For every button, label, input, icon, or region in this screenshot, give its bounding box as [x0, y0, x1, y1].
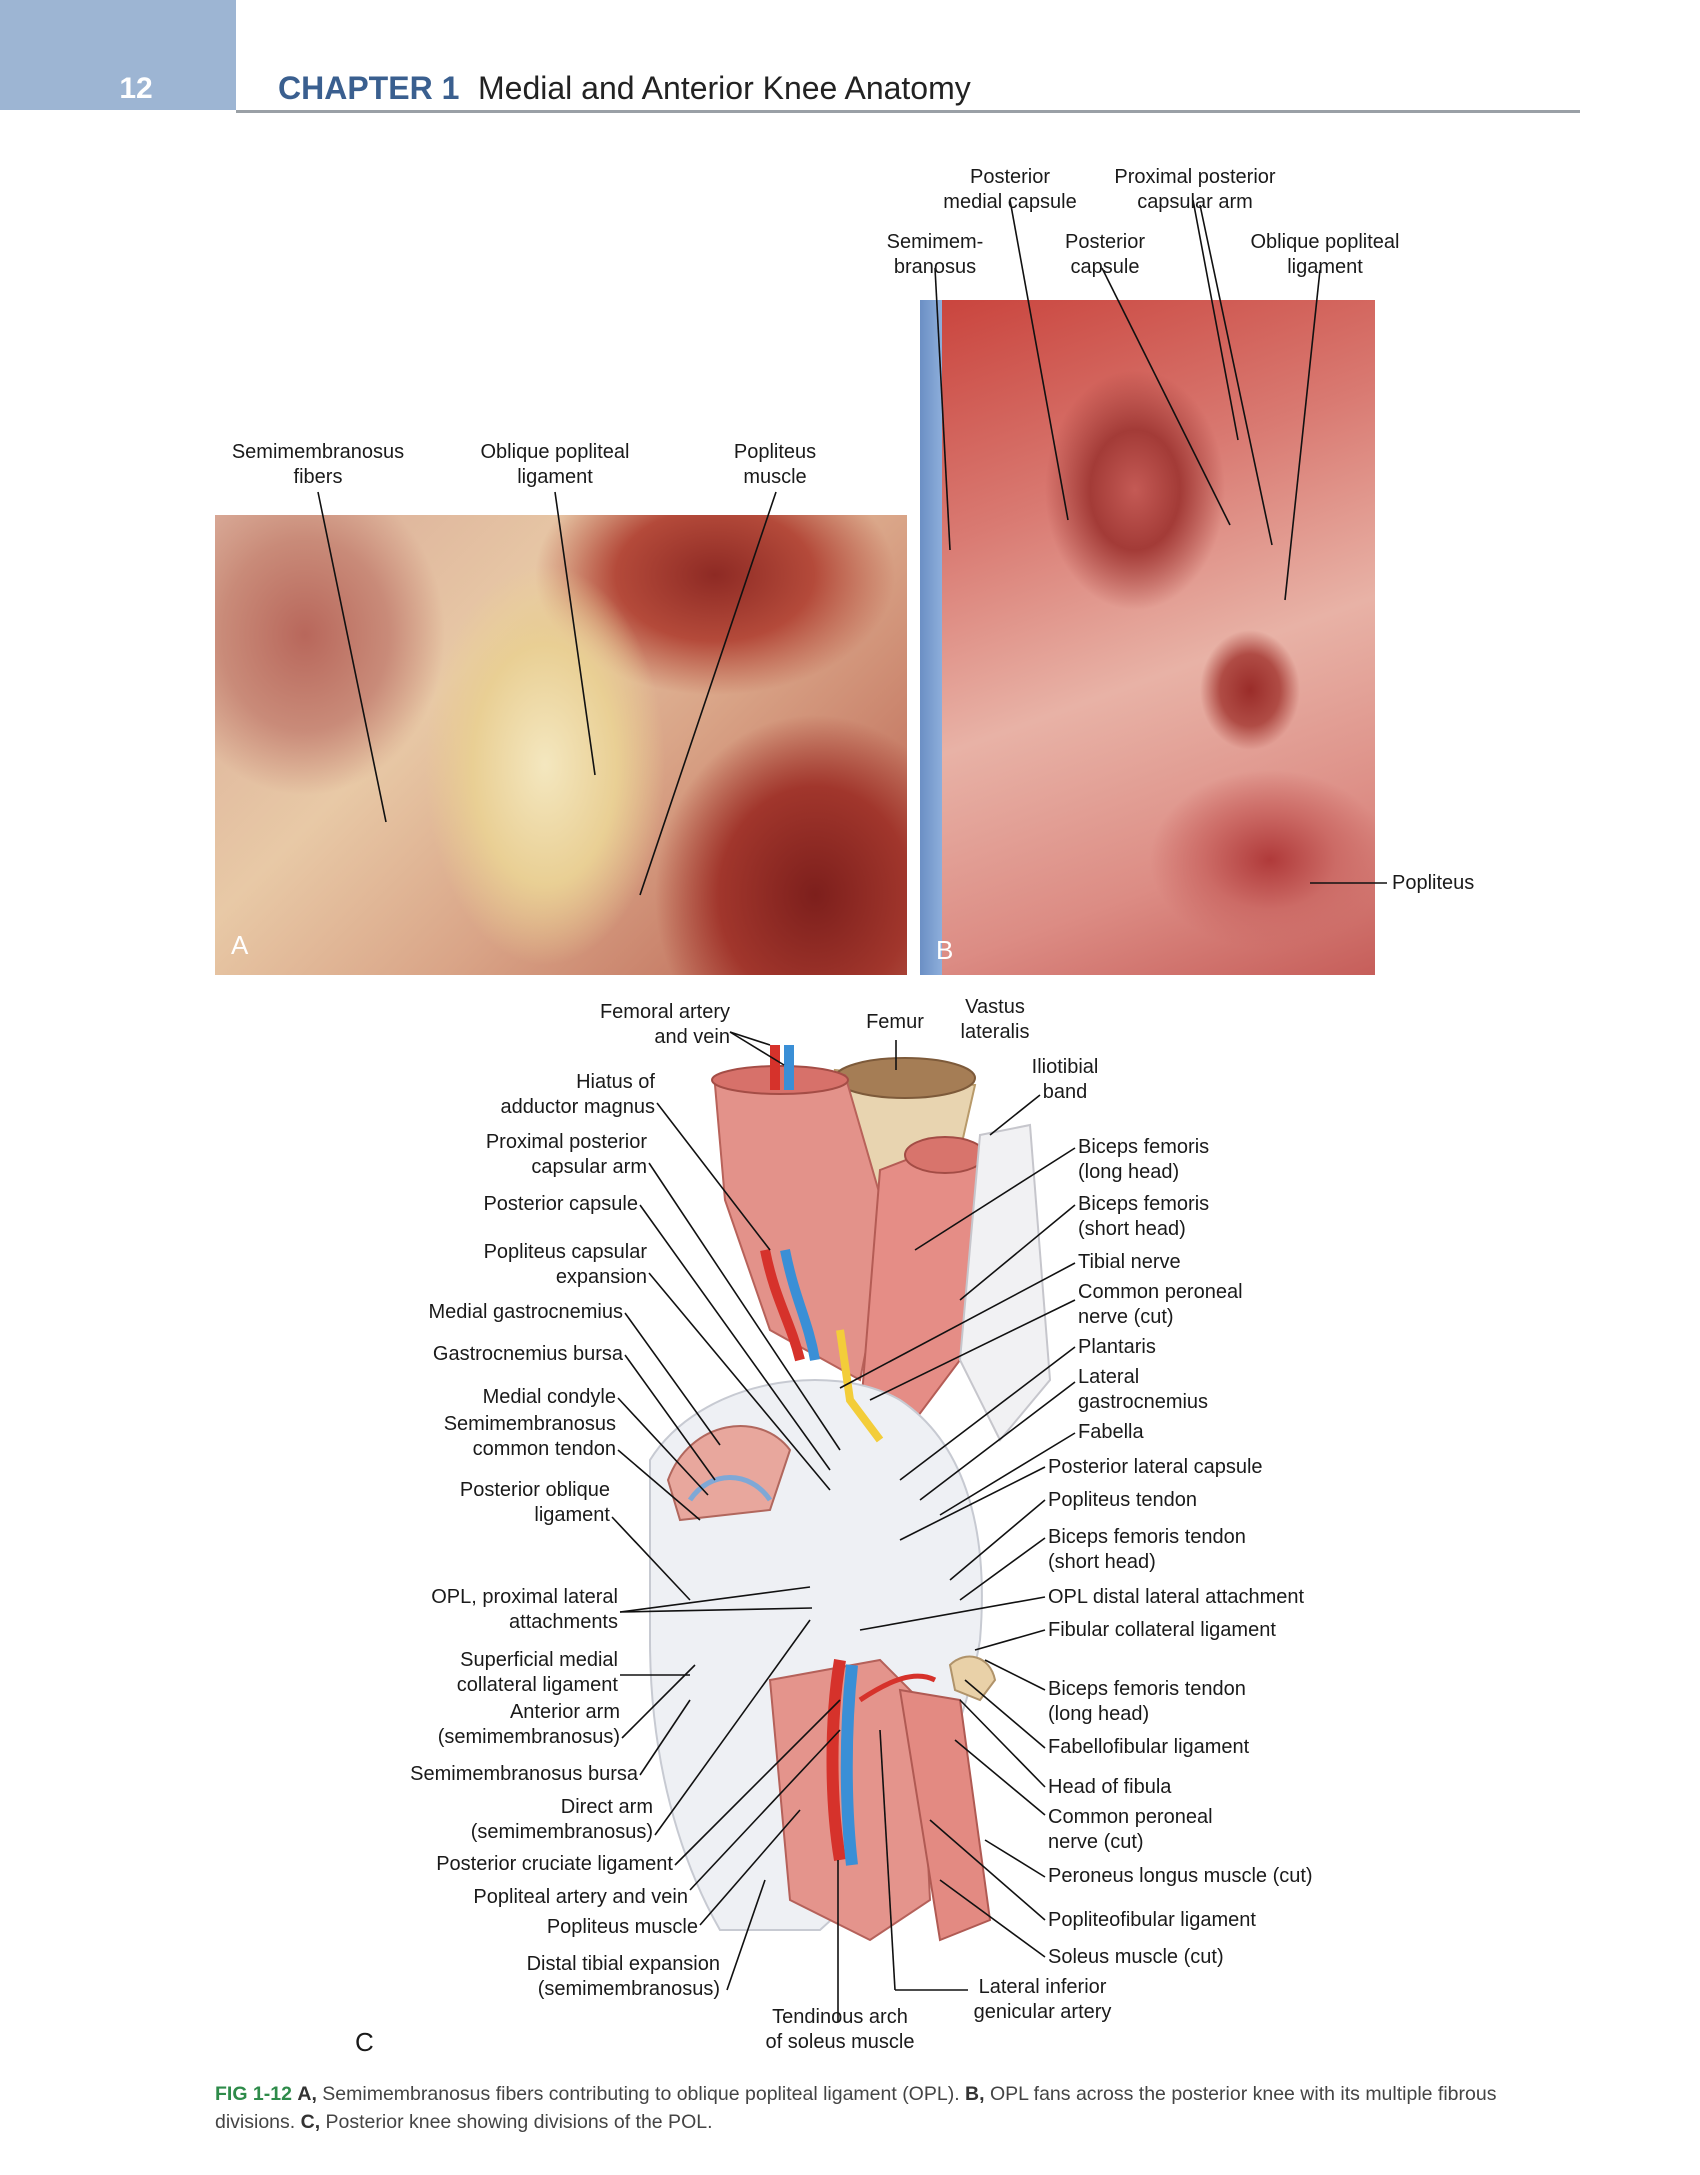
photo-a-dissection: A: [215, 515, 907, 975]
label-c-anterior-arm: Anterior arm (semimembranosus): [437, 1701, 620, 1748]
label-c-femoral-artery-vein: Femoral artery and vein: [599, 1001, 730, 1048]
label-c-fabellofibular-ligament: Fabellofibular ligament: [1048, 1736, 1250, 1758]
label-b-oblique-popliteal-ligament: Oblique popliteal ligament: [1250, 231, 1400, 278]
label-c-popliteofibular-ligament: Popliteofibular ligament: [1048, 1909, 1256, 1931]
label-c-biceps-femoris-long-head: Biceps femoris (long head): [1078, 1136, 1210, 1183]
label-c-distal-tibial-expansion: Distal tibial expansion (semimembranosus…: [526, 1953, 720, 2000]
label-c-superficial-medial-collateral-ligament: Superficial medial collateral ligament: [456, 1649, 618, 1696]
label-c-posterior-oblique-ligament: Posterior oblique ligament: [459, 1479, 610, 1526]
label-c-medial-condyle: Medial condyle: [482, 1386, 616, 1408]
chapter-title: Medial and Anterior Knee Anatomy: [478, 70, 971, 106]
label-c-head-of-fibula: Head of fibula: [1048, 1776, 1172, 1798]
photo-b-dissection: B: [920, 300, 1375, 975]
label-c-lateral-inferior-genicular-artery: Lateral inferior genicular artery: [973, 1976, 1112, 2023]
label-c-gastrocnemius-bursa: Gastrocnemius bursa: [432, 1343, 623, 1365]
label-c-direct-arm: Direct arm (semimembranosus): [470, 1796, 653, 1843]
label-c-posterior-capsule: Posterior capsule: [483, 1193, 638, 1215]
label-c-popliteus-tendon: Popliteus tendon: [1048, 1489, 1198, 1511]
chapter-label: CHAPTER 1: [278, 70, 460, 106]
label-c-common-peroneal-nerve-upper: Common peroneal nerve (cut): [1078, 1281, 1243, 1328]
label-c-hiatus-adductor-magnus: Hiatus of adductor magnus: [500, 1071, 655, 1118]
label-c-common-peroneal-nerve-lower: Common peroneal nerve (cut): [1048, 1806, 1213, 1853]
label-a-oblique-popliteal-ligament: Oblique popliteal ligament: [480, 441, 630, 488]
label-c-proximal-posterior-capsular-arm: Proximal posterior capsular arm: [485, 1131, 647, 1178]
label-c-semimembranosus-common-tendon: Semimembranosus common tendon: [443, 1413, 616, 1460]
caption-b-marker: B,: [965, 2083, 985, 2105]
label-c-popliteus-capsular-expansion: Popliteus capsular expansion: [483, 1241, 647, 1288]
label-c-femur: Femur: [866, 1011, 924, 1033]
label-b-semimembranosus: Semimem- branosus: [886, 231, 984, 278]
label-c-biceps-femoris-tendon-long-head: Biceps femoris tendon (long head): [1048, 1678, 1246, 1725]
label-c-lateral-gastrocnemius: Lateral gastrocnemius: [1078, 1366, 1209, 1413]
label-c-biceps-femoris-short-head: Biceps femoris (short head): [1078, 1193, 1210, 1240]
label-c-popliteus-muscle: Popliteus muscle: [546, 1916, 698, 1938]
label-c-tibial-nerve: Tibial nerve: [1078, 1251, 1181, 1273]
label-b-popliteus: Popliteus: [1392, 872, 1475, 894]
label-c-peroneus-longus-muscle: Peroneus longus muscle (cut): [1048, 1865, 1313, 1887]
figure-caption: FIG 1-12 A, Semimembranosus fibers contr…: [215, 2080, 1505, 2136]
caption-b-text: OPL fans across the posterior knee with …: [215, 2083, 1497, 2133]
label-b-proximal-posterior-capsular-arm: Proximal posterior capsular arm: [1114, 166, 1276, 213]
page-number: 12: [119, 72, 153, 105]
caption-c-text: Posterior knee showing divisions of the …: [320, 2111, 713, 2133]
label-a-popliteus-muscle: Popliteus muscle: [733, 441, 817, 488]
panel-letter-c: C: [355, 2027, 374, 2057]
label-c-opl-distal-lateral-attachment: OPL distal lateral attachment: [1048, 1586, 1305, 1608]
label-b-posterior-capsule: Posterior capsule: [1064, 231, 1146, 278]
label-c-opl-proximal-lateral-attachments: OPL, proximal lateral attachments: [431, 1586, 618, 1633]
caption-c-marker: C,: [300, 2111, 321, 2133]
label-a-semimembranosus-fibers: Semimembranosus fibers: [231, 441, 405, 488]
label-c-popliteal-artery-vein: Popliteal artery and vein: [473, 1886, 688, 1908]
caption-a-marker: A,: [297, 2083, 317, 2105]
label-c-iliotibial-band: Iliotibial band: [1031, 1056, 1099, 1103]
page-number-box: [0, 0, 236, 110]
label-c-vastus-lateralis: Vastus lateralis: [960, 996, 1030, 1043]
label-c-soleus-muscle: Soleus muscle (cut): [1048, 1946, 1224, 1968]
label-c-tendinous-arch-soleus: Tendinous arch of soleus muscle: [765, 2006, 915, 2053]
label-c-biceps-femoris-tendon-short-head: Biceps femoris tendon (short head): [1048, 1526, 1246, 1573]
label-c-semimembranosus-bursa: Semimembranosus bursa: [410, 1763, 638, 1785]
caption-a-text: Semimembranosus fibers contributing to o…: [316, 2083, 966, 2105]
label-c-plantaris: Plantaris: [1078, 1336, 1156, 1358]
label-c-medial-gastrocnemius: Medial gastrocnemius: [428, 1301, 623, 1323]
label-c-posterior-cruciate-ligament: Posterior cruciate ligament: [436, 1853, 673, 1875]
label-c-fabella: Fabella: [1078, 1421, 1144, 1443]
panel-letter-a: A: [231, 930, 249, 960]
label-b-posterior-medial-capsule: Posterior medial capsule: [943, 166, 1077, 213]
header-rule: [236, 110, 1580, 113]
caption-figure-number: FIG 1-12: [215, 2083, 292, 2105]
label-c-fibular-collateral-ligament: Fibular collateral ligament: [1048, 1619, 1276, 1641]
label-c-posterior-lateral-capsule: Posterior lateral capsule: [1048, 1456, 1263, 1478]
panel-letter-b: B: [936, 935, 954, 965]
